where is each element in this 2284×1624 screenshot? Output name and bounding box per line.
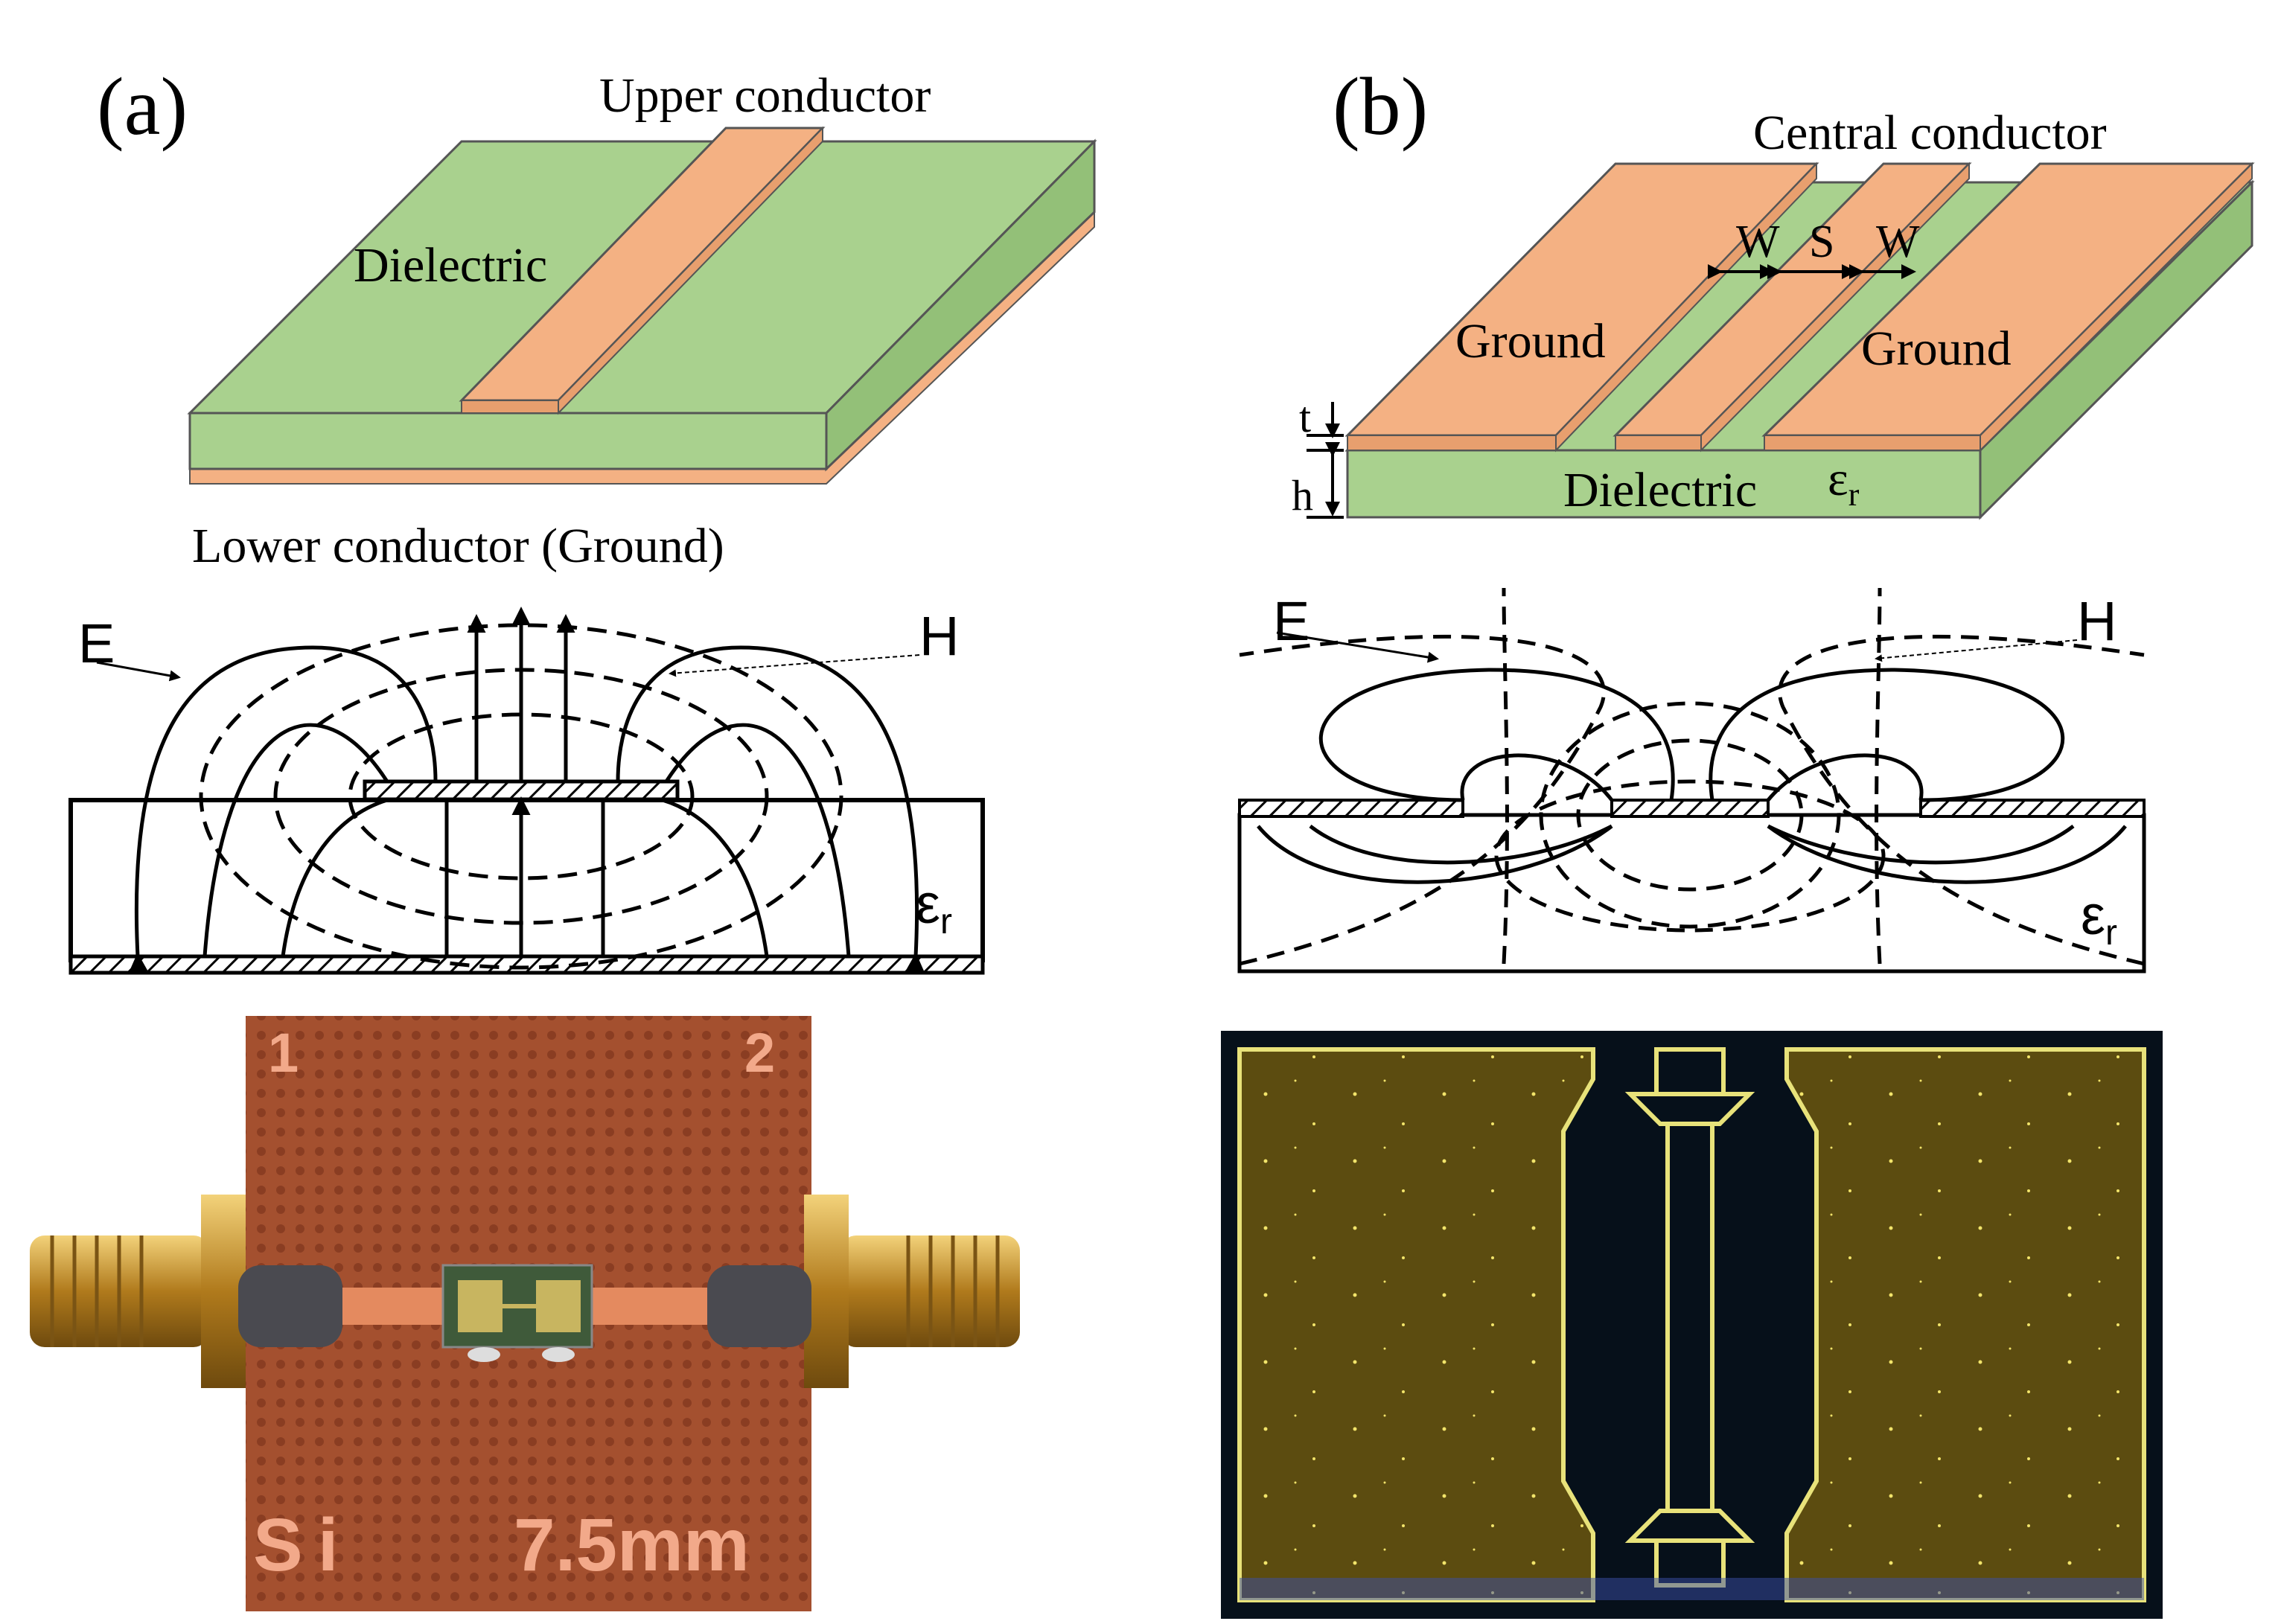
- chip-ground-left: [1237, 1047, 1595, 1602]
- field-h-label-b: H: [2077, 590, 2116, 652]
- central-conductor-label: Central conductor: [1753, 106, 2107, 160]
- field-e-label-a: E: [78, 613, 115, 674]
- pcb-mark-2: 2: [744, 1022, 775, 1084]
- field-h-label-a: H: [919, 605, 959, 667]
- dielectric-label-b: Dielectric: [1563, 463, 1757, 517]
- si-chip: [441, 1264, 593, 1362]
- pcb-length-label: 7.5mm: [514, 1503, 750, 1587]
- gap-w1-label: W: [1736, 217, 1780, 267]
- lower-conductor-label: Lower conductor (Ground): [192, 519, 724, 573]
- ground-left-label: Ground: [1455, 314, 1606, 368]
- panel-a-label: (a): [97, 61, 188, 152]
- gap-s-label: S: [1809, 217, 1834, 267]
- microstrip-field-diagram: [68, 607, 985, 975]
- height-h-label: h: [1292, 471, 1313, 520]
- epsilon-r-label-b2: εr: [2081, 884, 2117, 953]
- cpw-chip-photo: [1221, 1031, 2163, 1619]
- cpw-3d-diagram: [1307, 162, 2255, 520]
- panel-b: (b): [1221, 61, 2255, 1619]
- dielectric-label-a: Dielectric: [354, 238, 547, 292]
- chip-ground-right: [1784, 1047, 2146, 1602]
- pcb-mark-1: 1: [268, 1022, 299, 1084]
- cpw-field-diagram: [1237, 587, 2146, 974]
- pcb-material-label: Si: [253, 1503, 353, 1587]
- sma-connector-left: [30, 1195, 342, 1388]
- field-e-label-b: E: [1273, 590, 1310, 652]
- epsilon-r-label-a: εr: [916, 873, 952, 942]
- upper-conductor-label: Upper conductor: [599, 68, 931, 123]
- sma-connector-right: [707, 1195, 1020, 1388]
- epsilon-r-label-b: εr: [1828, 452, 1860, 513]
- panel-b-label: (b): [1333, 61, 1428, 152]
- ground-right-label: Ground: [1861, 322, 2012, 376]
- thickness-t-label: t: [1299, 393, 1311, 441]
- microstrip-device-photo: [0, 1001, 1117, 1619]
- panel-a: (a) Upper conductor Dielectric Lower con…: [0, 61, 1117, 1619]
- microstrip-3d-diagram: [187, 126, 1097, 485]
- gap-w2-label: W: [1876, 217, 1920, 267]
